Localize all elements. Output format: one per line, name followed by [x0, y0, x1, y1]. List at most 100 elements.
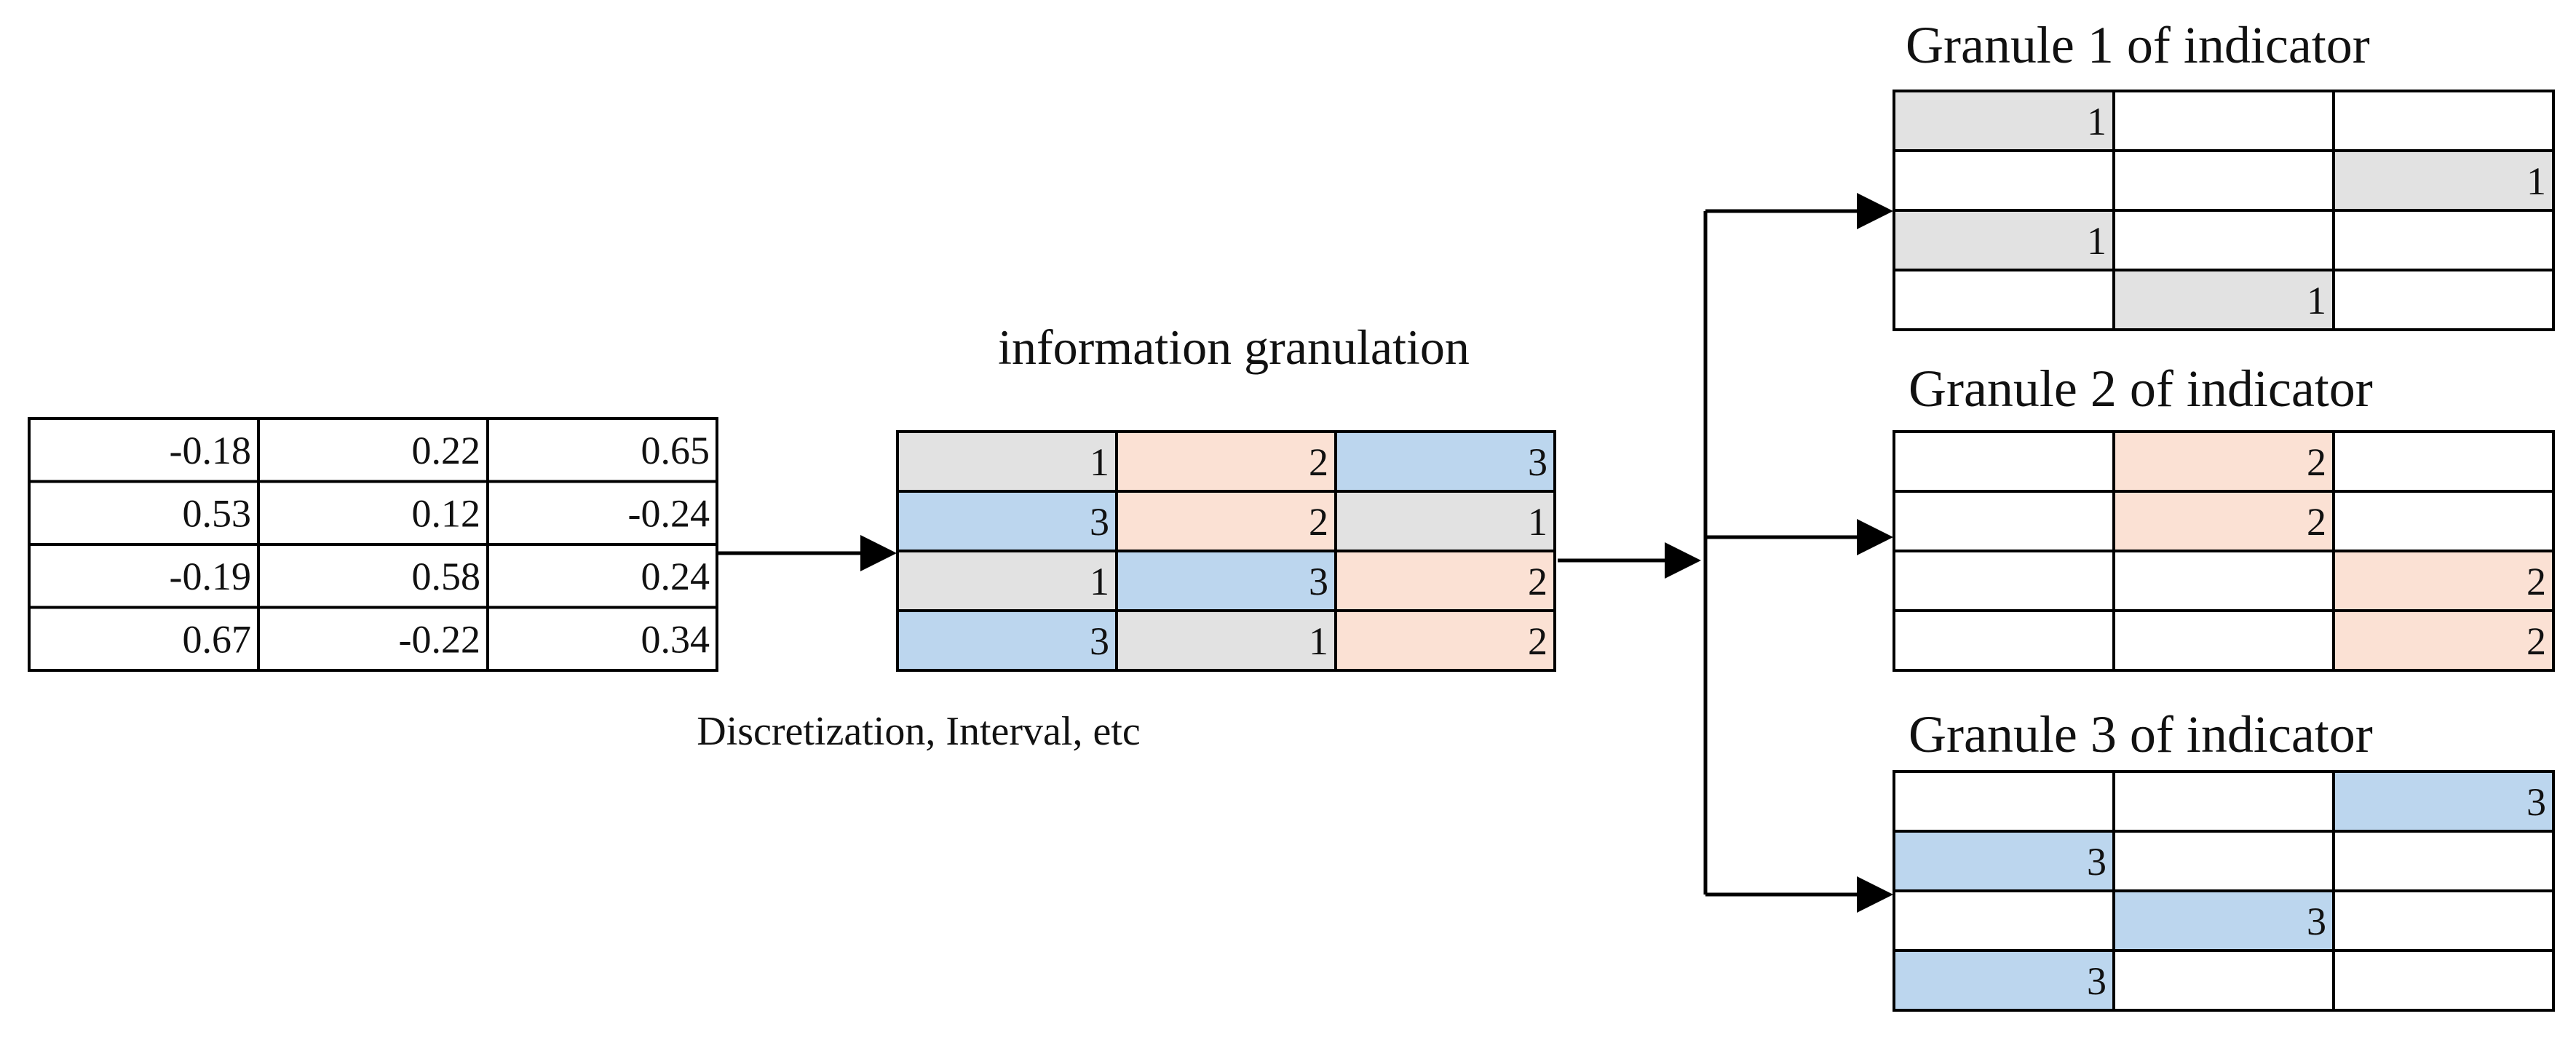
granulation-table-cell-value: 2 [1528, 619, 1547, 663]
granule-1-cell [2332, 90, 2555, 152]
granulation-table-cell-value: 1 [1528, 500, 1547, 544]
granule-3-title: Granule 3 of indicator [1909, 705, 2373, 764]
granulation-table-cell-value: 2 [1528, 560, 1547, 603]
granule-3-cell-value: 3 [2527, 780, 2546, 824]
granule-3-cell [1893, 830, 2115, 892]
granule-3-table: 3 3 3 3 [1893, 770, 2555, 1012]
granule-2-cell-value: 2 [2527, 619, 2546, 663]
raw-table-cell [486, 606, 718, 672]
granule-2-table: 2 2 2 2 [1893, 430, 2555, 672]
granulation-table-cell-value: 2 [1309, 440, 1328, 484]
granule-3-cell-value: 3 [2307, 900, 2326, 943]
granule-3-cell [1893, 889, 2115, 952]
granule-1-cell [2112, 269, 2335, 331]
granule-2-cell-value: 2 [2307, 440, 2326, 484]
granule-1-cell [2112, 209, 2335, 271]
raw-table-cell [28, 606, 260, 672]
raw-table-cell-value: 0.65 [641, 429, 710, 472]
granule-1-cell [2112, 149, 2335, 212]
granulation-table-cell-value: 3 [1309, 560, 1328, 603]
granule-3-cell [2332, 949, 2555, 1012]
raw-table-cell [28, 417, 260, 483]
granulation-table-cell [1334, 490, 1556, 552]
granulation-table-cell-value: 1 [1309, 619, 1328, 663]
granule-2-cell-value: 2 [2307, 500, 2326, 544]
granule-1-cell [1893, 90, 2115, 152]
granulation-table-cell [1115, 490, 1337, 552]
granulation-table: 1 2 3 3 2 1 1 3 2 3 1 2 [896, 430, 1556, 672]
granulation-table-cell-value: 1 [1090, 440, 1109, 484]
method-label: Discretization, Interval, etc [697, 709, 1141, 754]
granule-3-cell-value: 3 [2087, 959, 2107, 1003]
granule-1-title: Granule 1 of indicator [1906, 16, 2370, 74]
granulation-table-cell-value: 2 [1309, 500, 1328, 544]
granule-2-cell [2112, 609, 2335, 672]
granulation-table-cell [896, 609, 1118, 672]
granulation-table-cell [1115, 550, 1337, 612]
granule-2-cell [1893, 609, 2115, 672]
granulation-table-cell-value: 3 [1528, 440, 1547, 484]
granule-3-cell [2332, 889, 2555, 952]
granulation-table-cell [1334, 609, 1556, 672]
granule-2-cell [1893, 490, 2115, 552]
connectors [717, 193, 1893, 913]
raw-table-cell-value: 0.58 [412, 555, 481, 598]
granule-1-cell [2332, 209, 2555, 271]
raw-table-cell [486, 480, 718, 546]
raw-table-cell-value: 0.12 [412, 492, 481, 536]
granule-2-cell [1893, 430, 2115, 493]
granule-1-cell-value: 1 [2087, 100, 2107, 143]
granulation-table-cell [896, 430, 1118, 493]
granulation-table-cell [1115, 430, 1337, 493]
granule-2-cell [2112, 490, 2335, 552]
granule-3-cell [2112, 830, 2335, 892]
granule-3-cell [2112, 770, 2335, 833]
granule-1-cell [2332, 269, 2555, 331]
granulation-table-cell [1334, 550, 1556, 612]
raw-data-table: -0.18 0.22 0.65 0.53 0.12 -0.24 -0.19 0.58 0.24 0… [28, 417, 718, 672]
granule-1-cell [1893, 209, 2115, 271]
granule-3-cell-value: 3 [2087, 840, 2107, 884]
raw-table-cell-value: 0.53 [183, 492, 252, 536]
granule-2-cell-value: 2 [2527, 560, 2546, 603]
granule-2-cell [2332, 609, 2555, 672]
raw-table-cell-value: 0.24 [641, 555, 710, 598]
granule-3-cell [2112, 949, 2335, 1012]
granule-1-cell [2332, 149, 2555, 212]
granulation-table-cell-value: 1 [1090, 560, 1109, 603]
granule-2-cell [2112, 550, 2335, 612]
granule-1-cell [1893, 269, 2115, 331]
granulation-table-cell-value: 3 [1090, 500, 1109, 544]
granule-3-cell [1893, 949, 2115, 1012]
raw-table-cell-value: 0.22 [412, 429, 481, 472]
raw-table-cell [257, 543, 489, 609]
granule-3-cell [2332, 830, 2555, 892]
raw-table-cell-value: -0.22 [399, 618, 480, 662]
raw-table-cell-value: -0.19 [170, 555, 251, 598]
raw-table-cell-value: -0.18 [170, 429, 251, 472]
granule-1-cell [1893, 149, 2115, 212]
granule-1-cell-value: 1 [2087, 219, 2107, 263]
granulation-table-cell [1115, 609, 1337, 672]
granule-2-cell [2332, 430, 2555, 493]
granule-1-cell [2112, 90, 2335, 152]
granule-2-cell [2332, 490, 2555, 552]
granule-2-title: Granule 2 of indicator [1909, 360, 2373, 418]
raw-table-cell-value: -0.24 [628, 492, 710, 536]
granule-2-cell [2332, 550, 2555, 612]
granule-3-cell [1893, 770, 2115, 833]
granule-1-cell-value: 1 [2527, 159, 2546, 203]
granulation-table-cell [896, 490, 1118, 552]
granulation-table-cell [896, 550, 1118, 612]
granule-2-cell [1893, 550, 2115, 612]
raw-table-cell [257, 417, 489, 483]
raw-table-cell-value: 0.34 [641, 618, 710, 662]
granule-3-cell [2332, 770, 2555, 833]
granule-3-cell [2112, 889, 2335, 952]
granulation-title: information granulation [998, 320, 1470, 375]
granulation-table-cell [1334, 430, 1556, 493]
granule-2-cell [2112, 430, 2335, 493]
granulation-table-cell-value: 3 [1090, 619, 1109, 663]
